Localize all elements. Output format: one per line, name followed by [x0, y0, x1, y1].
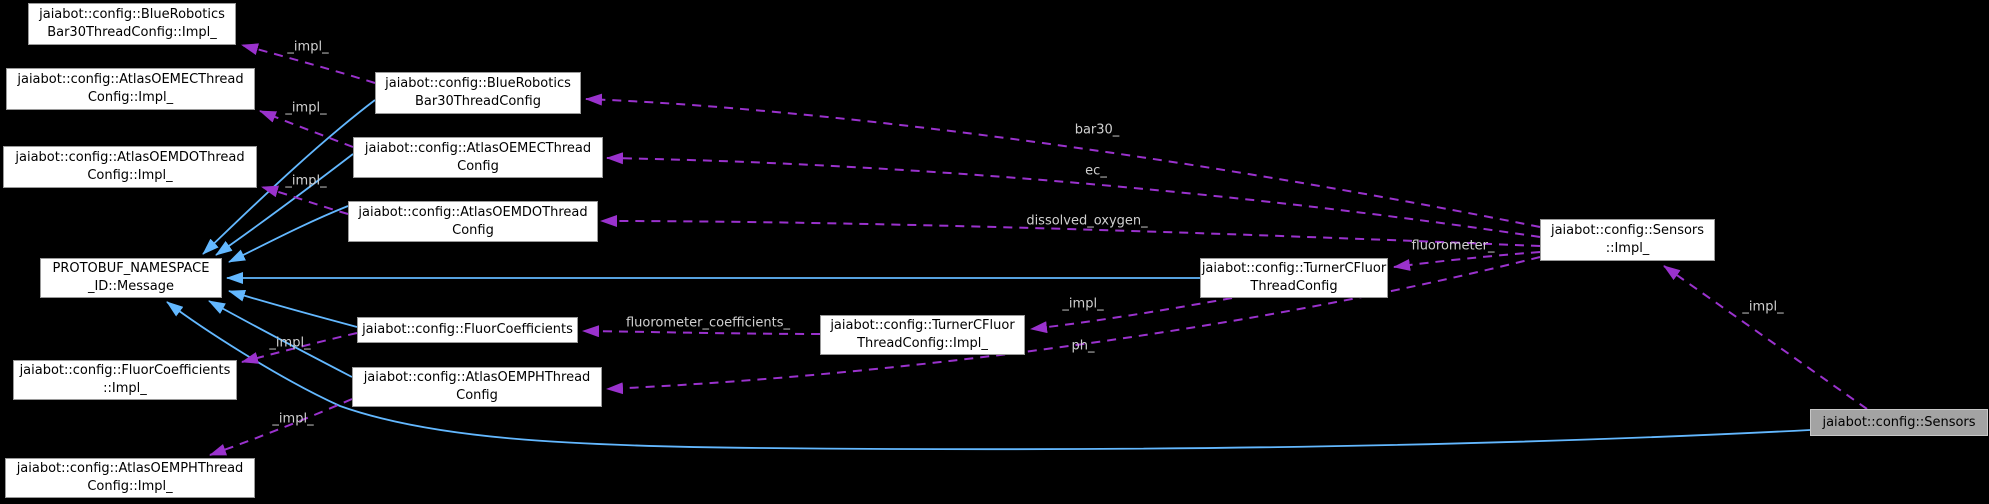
edge-label-impl-do: _impl_ [285, 173, 327, 189]
usage-edge-ec-impl [259, 110, 354, 148]
inherit-edge-atlasoemphthreadconfig [208, 300, 353, 378]
inherit-edge-atlasoemecthreadconfig [215, 153, 354, 256]
edge-label-impl-turner: _impl_ [1062, 296, 1104, 312]
edge-label-bar30: bar30_ [1074, 122, 1120, 138]
usage-edge-sensors-impl [1663, 265, 1868, 410]
node-atlasoemecthreadconfig[interactable]: jaiabot::config::AtlasOEMECThread Config [353, 137, 603, 178]
inherit-edge-atlasoemdothreadconfig [228, 205, 349, 263]
usage-edge-do-impl [261, 185, 349, 215]
inherit-edge-bar30threadconfig [202, 99, 376, 255]
node-bluerobotics-bar30threadconfig[interactable]: jaiabot::config::BlueRobotics Bar30Threa… [375, 72, 581, 114]
node-atlasoemphthreadconfig-impl[interactable]: jaiabot::config::AtlasOEMPHThread Config… [5, 458, 255, 498]
node-atlasoemecthreadconfig-impl[interactable]: jaiabot::config::AtlasOEMECThread Config… [6, 68, 255, 110]
edge-label-impl-fluorcoef: _impl_ [269, 335, 311, 351]
edge-label-fluorometer: fluorometer_ [1411, 238, 1495, 254]
edge-label-impl-ph: _impl_ [272, 411, 314, 427]
usage-edge-ph-impl [209, 398, 353, 456]
node-turnercfluorthreadconfig[interactable]: jaiabot::config::TurnerCFluor ThreadConf… [1200, 258, 1388, 298]
node-fluorcoefficients-impl[interactable]: jaiabot::config::FluorCoefficients ::Imp… [13, 360, 237, 400]
inherit-edge-sensors [166, 301, 1811, 451]
edge-label-impl-sensors: _impl_ [1742, 299, 1784, 315]
edge-label-ph: ph_ [1071, 338, 1095, 354]
node-bluerobotics-bar30threadconfig-impl[interactable]: jaiabot::config::BlueRobotics Bar30Threa… [28, 3, 236, 45]
edge-label-dissolved-oxygen: dissolved_oxygen_ [1026, 213, 1148, 229]
usage-edge-bar30-member [585, 93, 1541, 228]
node-protobuf-message[interactable]: PROTOBUF_NAMESPACE _ID::Message [40, 258, 222, 298]
edge-label-ec: ec_ [1085, 163, 1107, 179]
node-turnercfluorthreadconfig-impl[interactable]: jaiabot::config::TurnerCFluor ThreadConf… [820, 315, 1025, 355]
node-atlasoemdothreadconfig[interactable]: jaiabot::config::AtlasOEMDOThread Config [348, 201, 598, 242]
usage-edge-ph-member [606, 256, 1541, 395]
edge-label-impl-bar30: _impl_ [287, 39, 329, 55]
edge-label-fluorometer-coefficients: fluorometer_coefficients_ [625, 315, 791, 331]
edge-label-impl-ec: _impl_ [285, 100, 327, 116]
usage-edge-dissolved-oxygen-member [600, 215, 1541, 247]
inherit-edge-fluorcoefficients [228, 289, 358, 328]
usage-edge-turner-impl [1030, 297, 1233, 334]
node-atlasoemphthreadconfig[interactable]: jaiabot::config::AtlasOEMPHThread Config [352, 367, 602, 407]
node-fluorcoefficients[interactable]: jaiabot::config::FluorCoefficients [357, 317, 578, 343]
node-sensors-impl[interactable]: jaiabot::config::Sensors ::Impl_ [1540, 219, 1715, 261]
usage-edge-bar30-impl [241, 43, 376, 84]
usage-edge-fluorometer-member [1393, 251, 1541, 271]
usage-edge-fluorometer-coefficients [582, 325, 821, 338]
node-sensors[interactable]: jaiabot::config::Sensors [1810, 409, 1988, 436]
node-atlasoemdothreadconfig-impl[interactable]: jaiabot::config::AtlasOEMDOThread Config… [3, 146, 257, 188]
